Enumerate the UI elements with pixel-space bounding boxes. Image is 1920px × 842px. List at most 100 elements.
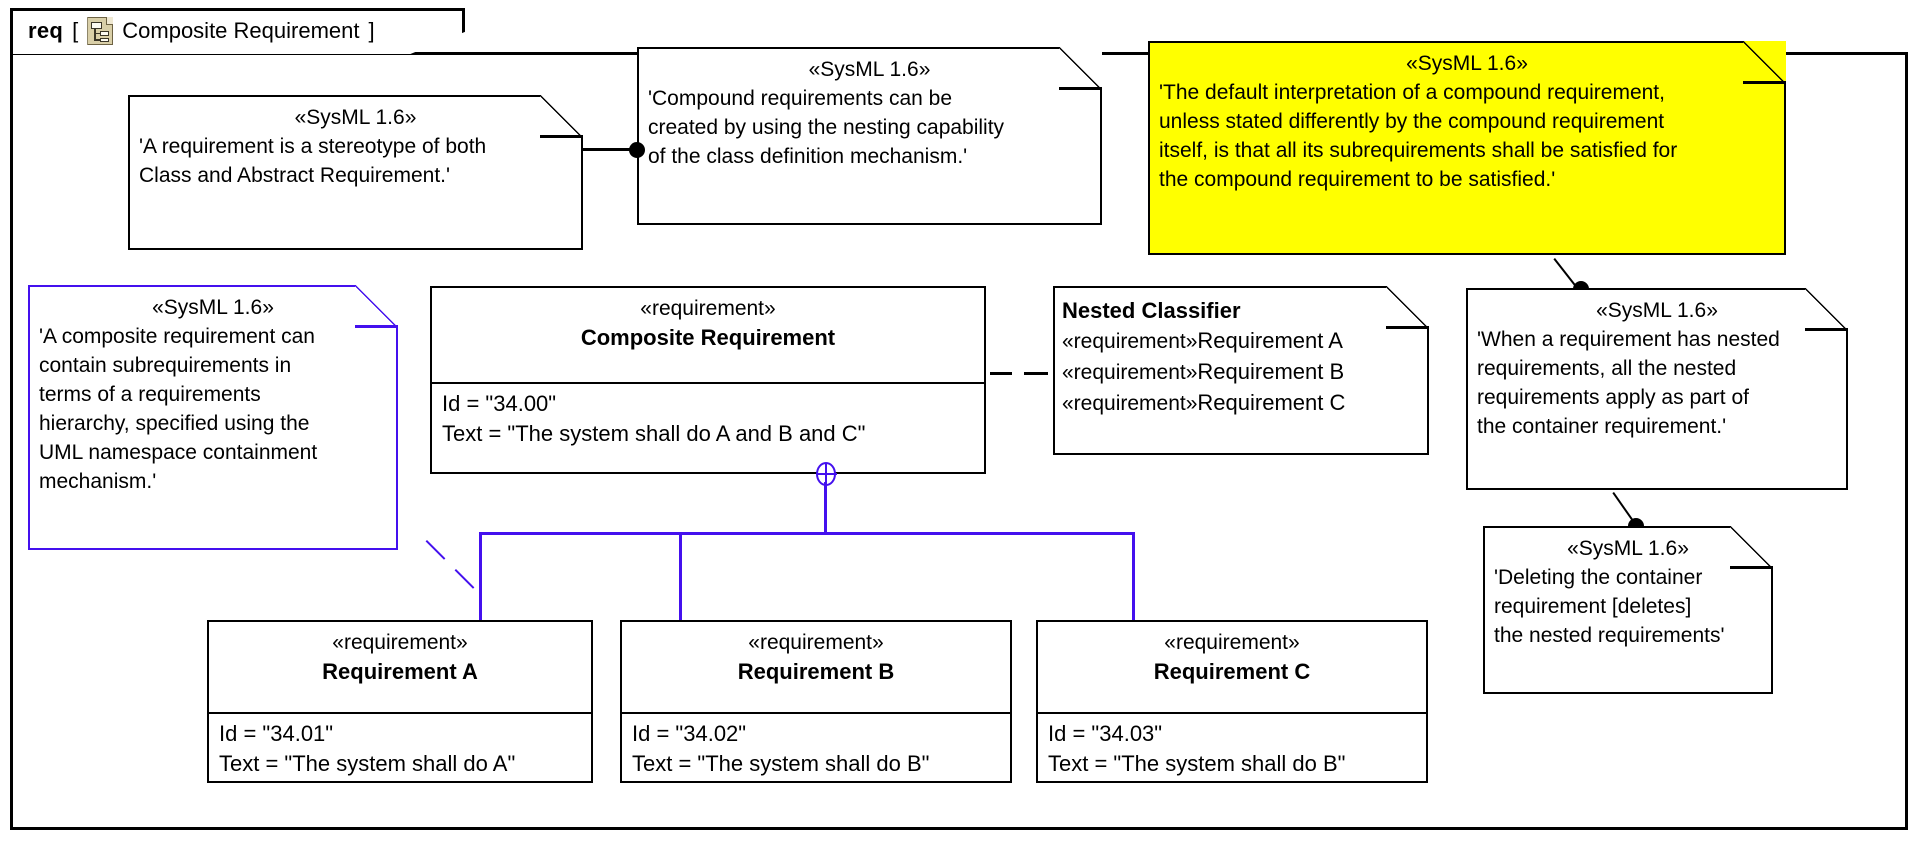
note-text: Nested Classifier «requirement»Requireme… xyxy=(1053,286,1429,419)
note-fold-corner-icon xyxy=(1386,286,1429,329)
note-fold-corner-icon xyxy=(1743,41,1786,84)
note-line: terms of a requirements xyxy=(39,383,261,406)
row-stereotype: «requirement» xyxy=(1062,361,1198,384)
frame-header-label: req [ Composite Requirement ] xyxy=(10,8,375,54)
note-line: 'A requirement is a stereotype of both xyxy=(139,135,487,158)
block-requirement-c[interactable]: «requirement» Requirement C Id = "34.03"… xyxy=(1036,620,1428,783)
requirement-document-icon xyxy=(87,17,114,45)
composition-stem xyxy=(824,482,827,534)
block-property: Id = "34.00" xyxy=(442,391,557,416)
nested-classifier-row: «requirement»Requirement B xyxy=(1062,357,1422,388)
note-line: 'A composite requirement can xyxy=(39,325,315,348)
note-stereotype: «SysML 1.6» xyxy=(1567,537,1689,560)
row-name: Requirement C xyxy=(1197,390,1346,415)
note-nested-classifier[interactable]: Nested Classifier «requirement»Requireme… xyxy=(1053,286,1429,455)
note-text: «SysML 1.6» 'The default interpretation … xyxy=(1148,41,1786,194)
note-body xyxy=(637,47,1102,225)
block-stereotype: «requirement» xyxy=(332,631,468,654)
row-stereotype: «requirement» xyxy=(1062,392,1198,415)
block-property: Text = "The system shall do B" xyxy=(1048,751,1346,776)
note-line: UML namespace containment xyxy=(39,441,318,464)
block-name: Requirement C xyxy=(1153,659,1311,684)
composition-drop-a xyxy=(479,532,482,622)
note-fold-corner-icon xyxy=(540,95,583,138)
composition-drop-c xyxy=(1132,532,1135,622)
note-line: the nested requirements' xyxy=(1494,624,1725,647)
block-property: Id = "34.01" xyxy=(219,721,334,746)
note-nested-apply[interactable]: «SysML 1.6» 'When a requirement has nest… xyxy=(1466,288,1848,490)
block-composite-requirement[interactable]: «requirement» Composite Requirement Id =… xyxy=(430,286,986,474)
bracket-close: ] xyxy=(368,18,375,43)
note-link-line xyxy=(583,148,635,151)
note-line: hierarchy, specified using the xyxy=(39,412,310,435)
block-header: «requirement» Requirement C xyxy=(1038,622,1426,714)
block-compartment: Id = "34.02" Text = "The system shall do… xyxy=(622,714,1010,787)
note-line: mechanism.' xyxy=(39,470,157,493)
note-line: 'Compound requirements can be xyxy=(648,87,953,110)
note-stereotype: «SysML 1.6» xyxy=(294,106,417,129)
block-header: «requirement» Requirement A xyxy=(209,622,591,714)
note-composite-containment[interactable]: «SysML 1.6» 'A composite requirement can… xyxy=(28,285,398,550)
nested-classifier-row: «requirement»Requirement A xyxy=(1062,326,1422,357)
note-text: «SysML 1.6» 'When a requirement has nest… xyxy=(1466,288,1848,441)
bracket-open: [ xyxy=(72,18,79,43)
note-fold-corner-icon xyxy=(1805,288,1848,331)
block-property: Text = "The system shall do B" xyxy=(632,751,930,776)
note-body xyxy=(1483,526,1773,694)
block-name: Requirement B xyxy=(737,659,895,684)
block-requirement-a[interactable]: «requirement» Requirement A Id = "34.01"… xyxy=(207,620,593,783)
block-compartment: Id = "34.01" Text = "The system shall do… xyxy=(209,714,591,787)
note-stereotype: «SysML 1.6» xyxy=(1596,299,1718,322)
block-name: Composite Requirement xyxy=(580,325,836,350)
row-name: Requirement A xyxy=(1197,328,1343,353)
note-compound-nesting[interactable]: «SysML 1.6» 'Compound requirements can b… xyxy=(637,47,1102,225)
block-stereotype: «requirement» xyxy=(1164,631,1300,654)
block-header: «requirement» Composite Requirement xyxy=(432,288,984,384)
block-property: Id = "34.02" xyxy=(632,721,747,746)
note-line: Class and Abstract Requirement.' xyxy=(139,164,450,187)
note-line: 'When a requirement has nested xyxy=(1477,328,1780,351)
note-body xyxy=(28,285,398,550)
block-property: Text = "The system shall do A and B and … xyxy=(442,421,866,446)
nested-classifier-title: Nested Classifier xyxy=(1062,298,1241,323)
note-line: created by using the nesting capability xyxy=(648,116,1005,139)
note-line: of the class definition mechanism.' xyxy=(648,145,968,168)
note-body xyxy=(1466,288,1848,490)
block-stereotype: «requirement» xyxy=(748,631,884,654)
diagram-frame-header[interactable]: req [ Composite Requirement ] xyxy=(10,8,465,54)
block-requirement-b[interactable]: «requirement» Requirement B Id = "34.02"… xyxy=(620,620,1012,783)
note-line: unless stated differently by the compoun… xyxy=(1159,110,1665,133)
note-deleting-container[interactable]: «SysML 1.6» 'Deleting the container requ… xyxy=(1483,526,1773,694)
note-line: requirements, all the nested xyxy=(1477,357,1737,380)
row-name: Requirement B xyxy=(1197,359,1345,384)
note-line: the container requirement.' xyxy=(1477,415,1727,438)
note-stereotype: «SysML 1.6» xyxy=(808,58,931,81)
composition-drop-b xyxy=(679,532,682,622)
nested-classifier-row: «requirement»Requirement C xyxy=(1062,388,1422,419)
note-text: «SysML 1.6» 'A composite requirement can… xyxy=(28,285,398,496)
note-text: «SysML 1.6» 'Compound requirements can b… xyxy=(637,47,1102,171)
block-compartment: Id = "34.00" Text = "The system shall do… xyxy=(432,384,984,457)
note-line: 'Deleting the container xyxy=(1494,566,1703,589)
note-line: requirements apply as part of xyxy=(1477,386,1749,409)
note-fold-corner-icon xyxy=(355,285,398,328)
block-compartment: Id = "34.03" Text = "The system shall do… xyxy=(1038,714,1426,787)
diagram-kind-label: req xyxy=(28,18,64,43)
note-body xyxy=(1148,41,1786,255)
note-default-interpretation[interactable]: «SysML 1.6» 'The default interpretation … xyxy=(1148,41,1786,255)
note-anchor-dot xyxy=(629,142,645,158)
note-stereotype: «SysML 1.6» xyxy=(152,296,274,319)
note-requirement-stereotype[interactable]: «SysML 1.6» 'A requirement is a stereoty… xyxy=(128,95,583,250)
diagram-name: Composite Requirement xyxy=(122,18,360,43)
row-stereotype: «requirement» xyxy=(1062,330,1198,353)
note-fold-corner-icon xyxy=(1730,526,1773,569)
note-link-dash xyxy=(990,372,1012,375)
note-text: «SysML 1.6» 'A requirement is a stereoty… xyxy=(128,95,583,190)
block-stereotype: «requirement» xyxy=(640,297,776,320)
note-line: the compound requirement to be satisfied… xyxy=(1159,168,1556,191)
block-property: Id = "34.03" xyxy=(1048,721,1163,746)
note-line: contain subrequirements in xyxy=(39,354,292,377)
block-property: Text = "The system shall do A" xyxy=(219,751,516,776)
composition-bus xyxy=(479,532,1135,535)
block-name: Requirement A xyxy=(322,659,478,684)
